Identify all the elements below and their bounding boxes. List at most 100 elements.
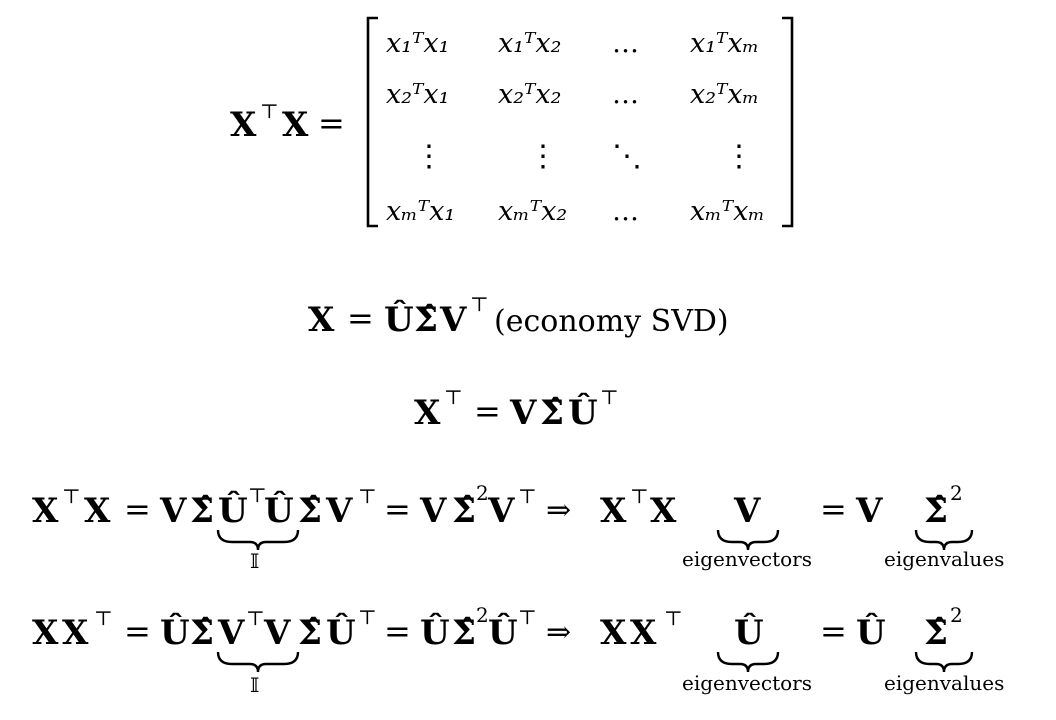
eq5-u-transpose: ⊤ <box>358 605 377 629</box>
eq4-x2: X <box>84 491 111 531</box>
eq5-x: X <box>32 613 59 653</box>
eq4-sigma-hat: Σ̂ <box>190 491 214 531</box>
eq5-v2: V <box>263 613 291 653</box>
eq4-u-hat: Û <box>218 490 248 531</box>
eq5-sigma-hat: Σ̂ <box>190 613 214 653</box>
matrix-cell: ⋮ <box>414 139 444 174</box>
eq4-v: V <box>159 491 187 531</box>
eq3-sigma-hat: Σ̂ <box>540 393 564 433</box>
eq4-square2: 2 <box>950 481 963 505</box>
eq1-lhs-x: X <box>230 105 257 145</box>
eq3-v: V <box>509 393 537 433</box>
eq1-lhs-x2: X <box>282 105 309 145</box>
equation-xtx-eigen: X ⊤ X = V Σ̂ Û ⊤ Û 𝕀 Σ̂ V ⊤ = V Σ̂ 2 V ⊤… <box>32 481 1004 573</box>
eq2-v: V <box>439 300 467 340</box>
equation-economy-svd: X = Û Σ̂ V ⊤ (economy SVD) <box>308 292 729 340</box>
matrix-cell: x₁ᵀx₁ <box>386 28 449 59</box>
eq5-x4-transpose: ⊤ <box>664 606 683 630</box>
eq4-v-transpose: ⊤ <box>358 484 377 508</box>
eq4-v5: V <box>733 491 761 531</box>
eq5-x3: X <box>600 613 627 653</box>
eq4-implies: ⇒ <box>546 493 571 528</box>
eq4-identity-brace <box>216 529 300 551</box>
eq5-transpose: ⊤ <box>94 606 113 630</box>
eq5-equals3: = <box>820 612 847 650</box>
matrix-cell: ⋱ <box>612 139 642 174</box>
matrix-right-bracket <box>782 16 794 228</box>
eq5-u-hat4: Û <box>488 612 518 653</box>
eq5-sigma-hat3: Σ̂ <box>452 613 476 653</box>
eq5-sigma-hat2: Σ̂ <box>298 613 322 653</box>
matrix-cell: … <box>612 196 639 227</box>
eq4-sigma-hat4: Σ̂ <box>924 491 948 531</box>
eq3-lhs-transpose: ⊤ <box>444 385 463 409</box>
eq4-x4: X <box>650 491 677 531</box>
eq5-x4: X <box>630 613 657 653</box>
matrix-cell: … <box>612 28 639 59</box>
eq5-equals2: = <box>384 612 411 650</box>
eq4-square: 2 <box>476 481 489 505</box>
eq2-transpose: ⊤ <box>470 292 489 316</box>
eq5-implies: ⇒ <box>546 615 571 650</box>
eq5-u-hat4-transpose: ⊤ <box>518 605 537 629</box>
eq5-square: 2 <box>476 603 489 627</box>
eq4-identity-label: 𝕀 <box>250 549 259 573</box>
eq2-note: (economy SVD) <box>494 304 729 339</box>
eq4-transpose: ⊤ <box>62 484 81 508</box>
eq3-lhs-x: X <box>414 393 441 433</box>
eq5-eigenvectors-label: eigenvectors <box>682 671 812 695</box>
eq4-eigenvectors-brace <box>716 529 780 551</box>
eq5-identity-brace <box>216 651 300 673</box>
eq4-sigma-hat2: Σ̂ <box>298 491 322 531</box>
matrix-cell: x₁ᵀx₂ <box>498 28 561 59</box>
matrix-cell: … <box>612 79 639 110</box>
matrix-cell: xₘᵀxₘ <box>690 196 765 227</box>
eq4-eigenvalues-brace <box>914 529 974 551</box>
eq4-eigenvalues-label: eigenvalues <box>884 547 1004 571</box>
eq4-u-hat2: Û <box>264 490 294 531</box>
eq4-equals: = <box>124 490 151 528</box>
eq5-v-transpose: ⊤ <box>246 606 265 630</box>
eq4-u-transpose: ⊤ <box>248 483 267 507</box>
matrix-cell: x₂ᵀxₘ <box>690 79 759 110</box>
eq4-equals2: = <box>384 490 411 528</box>
eq2-lhs-x: X <box>308 300 335 340</box>
equation-gram-matrix: X ⊤ X = x₁ᵀx₁ x₁ᵀx₂ … x₁ᵀxₘ x₂ᵀx₁ x₂ᵀx₂ … <box>230 16 794 228</box>
eq4-x3: X <box>600 491 627 531</box>
eq5-square2: 2 <box>950 603 963 627</box>
matrix-left-bracket <box>366 16 378 228</box>
eq2-equals: = <box>347 299 374 337</box>
eq5-equals: = <box>124 612 151 650</box>
matrix-cell: xₘᵀx₁ <box>386 196 455 227</box>
eq5-identity-label: 𝕀 <box>250 673 259 697</box>
matrix-cell: x₂ᵀx₁ <box>386 79 449 110</box>
matrix-cell: x₂ᵀx₂ <box>498 79 561 110</box>
eq5-eigenvalues-brace <box>914 651 974 673</box>
matrix-cell: ⋮ <box>528 139 558 174</box>
eq4-x: X <box>32 491 59 531</box>
eq4-x3-transpose: ⊤ <box>630 484 649 508</box>
eq4-eigenvectors-label: eigenvectors <box>682 547 812 571</box>
eq5-u-hat6: Û <box>856 612 886 653</box>
equation-xxt-eigen: X X ⊤ = Û Σ̂ V ⊤ V 𝕀 Σ̂ Û ⊤ = Û Σ̂ 2 Û ⊤… <box>32 603 1004 697</box>
eq5-eigenvalues-label: eigenvalues <box>884 671 1004 695</box>
eq5-u-hat3: Û <box>420 612 450 653</box>
eq1-equals: = <box>318 104 345 142</box>
equation-transpose-svd: X ⊤ = V Σ̂ Û ⊤ <box>414 385 619 433</box>
eq5-eigenvectors-brace <box>716 651 780 673</box>
eq5-v: V <box>217 613 245 653</box>
matrix-cell: xₘᵀx₂ <box>498 196 567 227</box>
eq5-sigma-hat4: Σ̂ <box>924 613 948 653</box>
matrix-cell: ⋮ <box>724 139 754 174</box>
matrix-cell: x₁ᵀxₘ <box>690 28 759 59</box>
eq3-transpose: ⊤ <box>600 385 619 409</box>
eq5-u-hat5: Û <box>734 612 764 653</box>
eq5-u-hat2: Û <box>326 612 356 653</box>
eq4-sigma-hat3: Σ̂ <box>452 491 476 531</box>
eq4-v4: V <box>487 491 515 531</box>
eq3-equals: = <box>474 392 501 430</box>
eq4-v4-transpose: ⊤ <box>518 484 537 508</box>
eq5-x2: X <box>62 613 89 653</box>
eq5-u-hat: Û <box>160 612 190 653</box>
eq3-u-hat: Û <box>568 392 598 433</box>
